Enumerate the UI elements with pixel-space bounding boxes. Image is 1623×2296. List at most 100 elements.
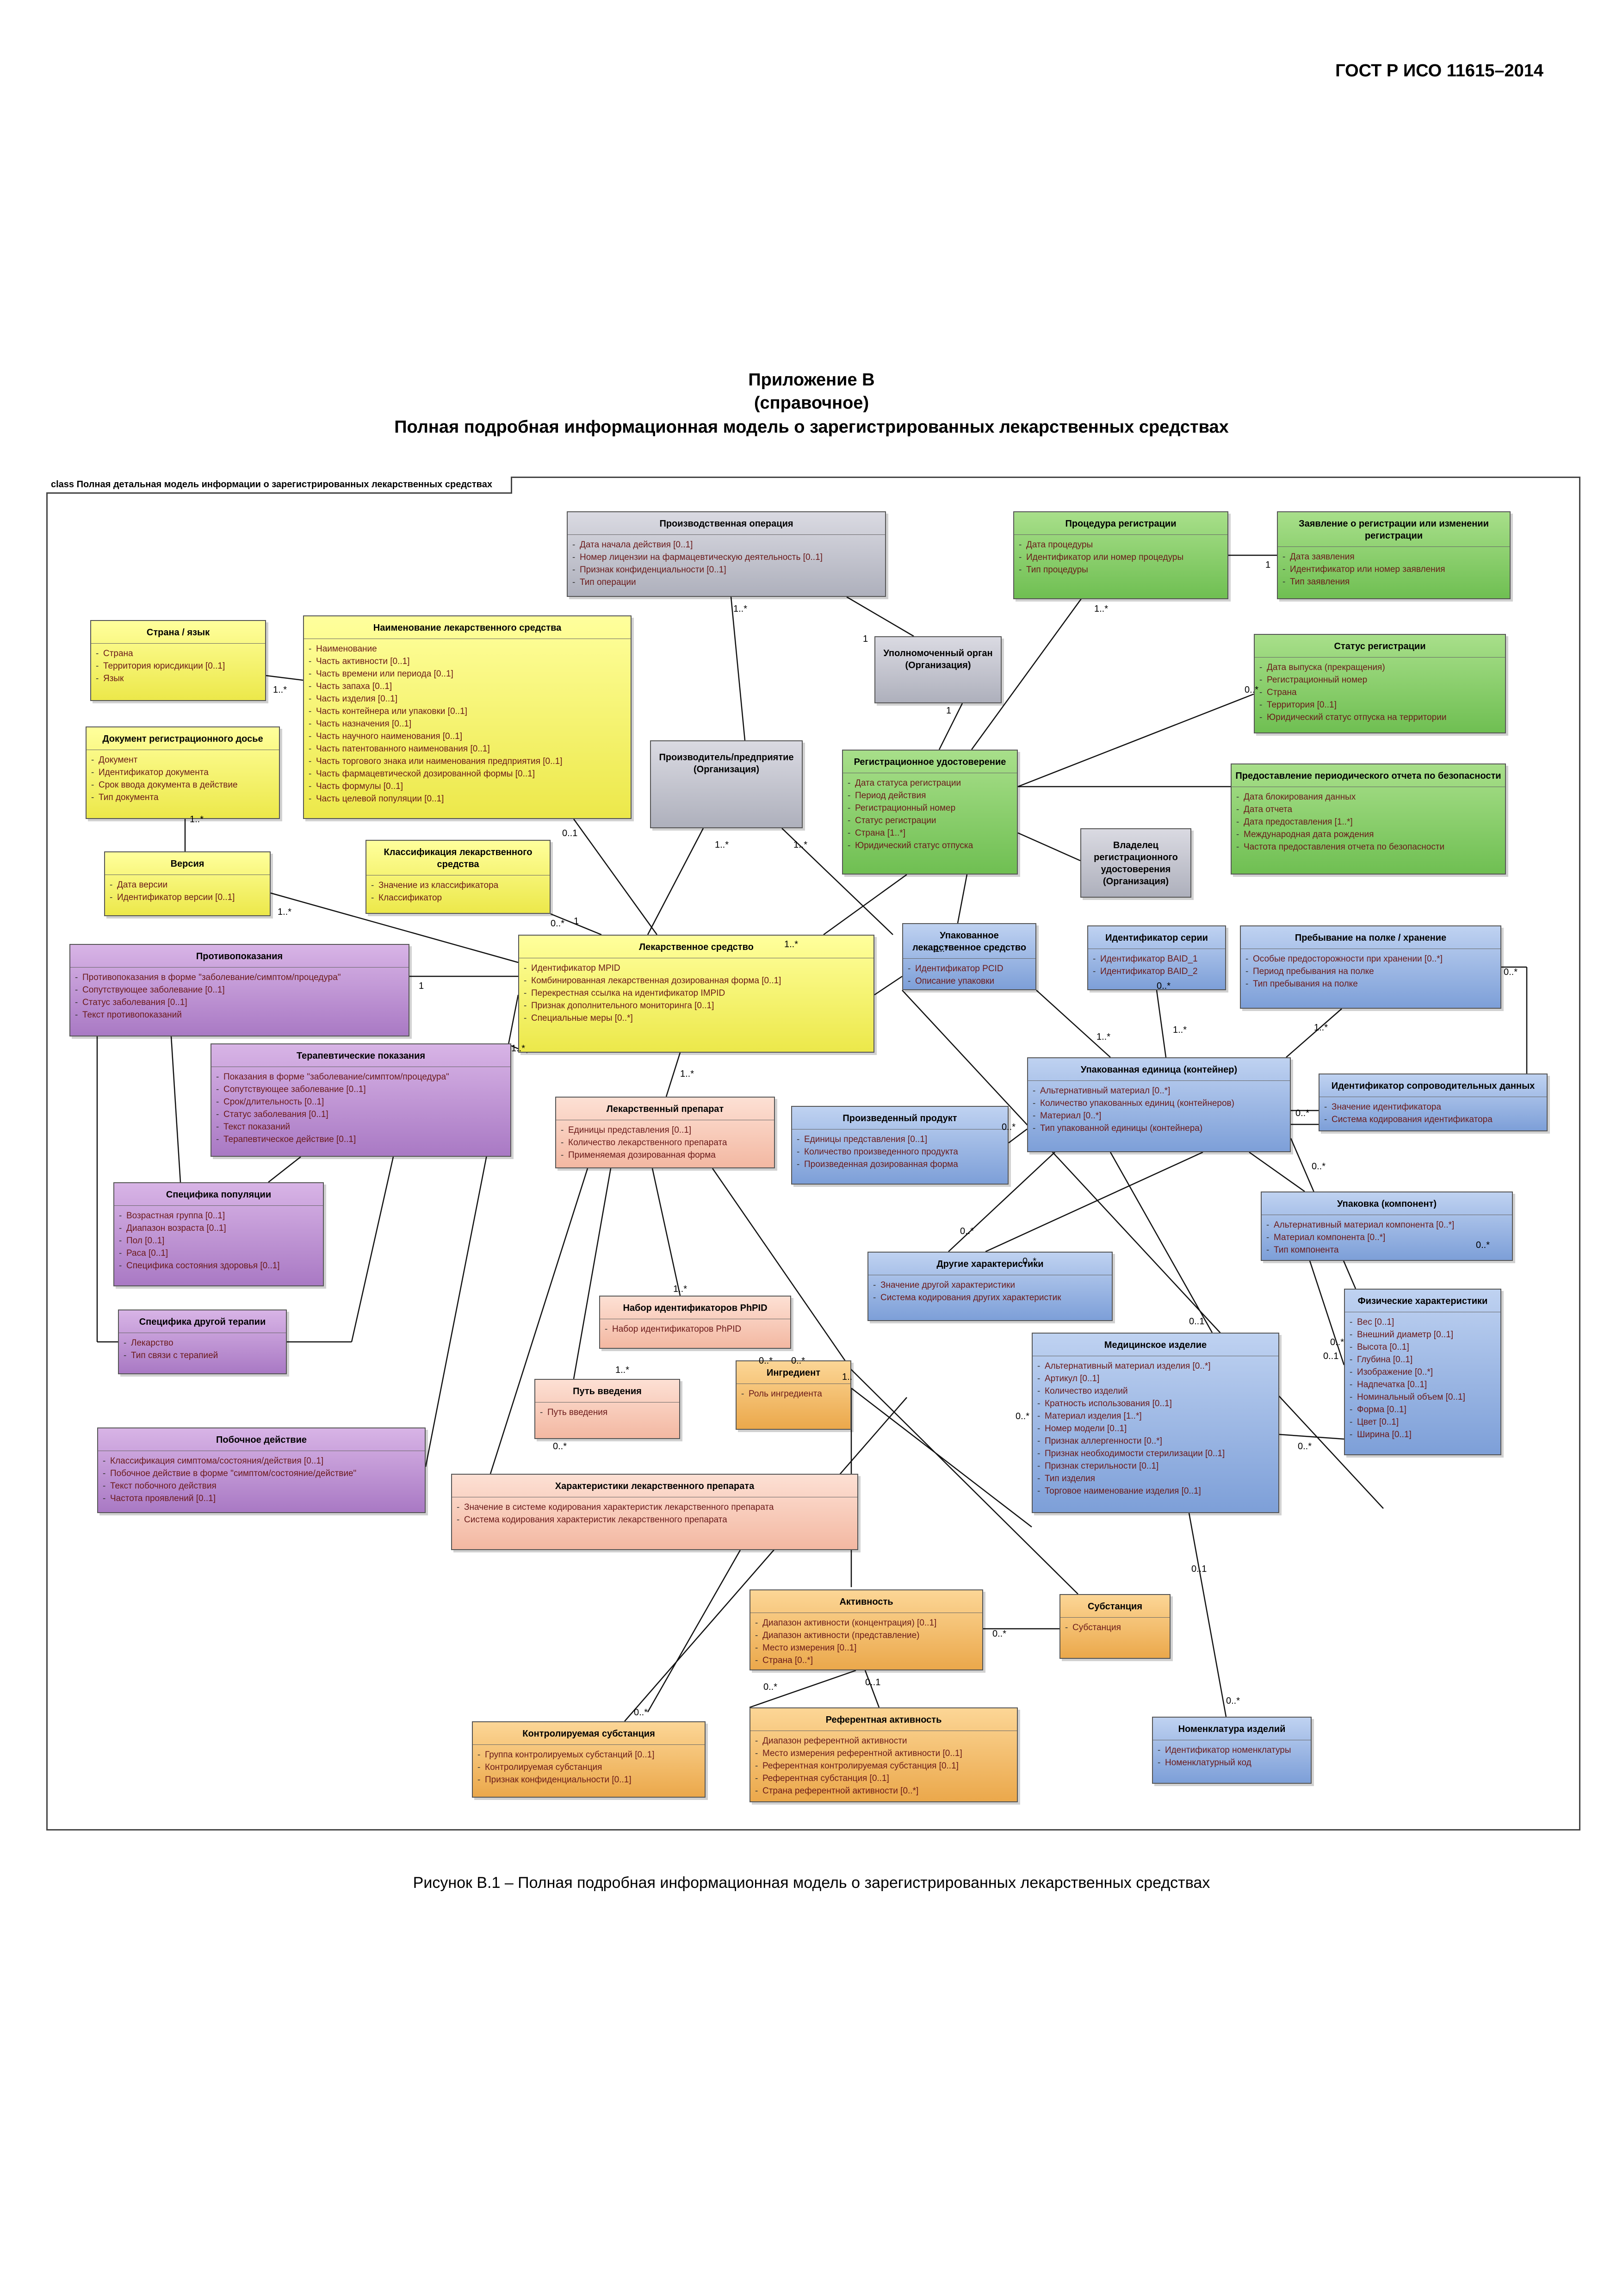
class-title: Референтная активность <box>750 1708 1017 1731</box>
class-attribute: Значение другой характеристики <box>873 1279 1108 1291</box>
class-attribute: Дата выпуска (прекращения) <box>1259 661 1501 674</box>
multiplicity-label: 0..* <box>1245 685 1259 695</box>
class-box-route: Путь введенияПуть введения <box>534 1379 680 1439</box>
class-attribute: Референтная субстанция [0..1] <box>755 1772 1013 1785</box>
class-attribute: Номер модели [0..1] <box>1037 1422 1275 1435</box>
class-attribute: Территория юрисдикции [0..1] <box>96 660 261 672</box>
class-attribute: Текст побочного действия <box>103 1480 421 1492</box>
class-attribute: Идентификатор PCID <box>908 962 1032 975</box>
multiplicity-label: 0..* <box>1298 1441 1312 1452</box>
class-box-other-char: Другие характеристикиЗначение другой хар… <box>867 1252 1113 1321</box>
association-line <box>874 975 903 996</box>
multiplicity-label: 1..* <box>733 604 748 614</box>
class-attribute: Регистрационный номер <box>848 802 1013 814</box>
class-attributes: Значение другой характеристикиСистема ко… <box>868 1275 1112 1309</box>
class-attribute: Дата статуса регистрации <box>848 777 1013 789</box>
class-title: Идентификатор серии <box>1088 926 1225 949</box>
class-attribute: Диапазон референтной активности <box>755 1735 1013 1747</box>
multiplicity-label: 1..* <box>1314 1023 1328 1033</box>
class-title: Терапевтические показания <box>211 1044 510 1067</box>
class-attribute: Часть торгового знака или наименования п… <box>309 755 627 768</box>
class-title: Активность <box>750 1590 982 1613</box>
multiplicity-label: 1 <box>946 706 952 716</box>
class-box-prod-op: Производственная операцияДата начала дей… <box>567 511 886 597</box>
multiplicity-label: 1..* <box>935 944 949 954</box>
class-attribute: Частота проявлений [0..1] <box>103 1492 421 1505</box>
class-attribute: Материал [0..*] <box>1033 1110 1286 1122</box>
class-box-batch: Идентификатор серииИдентификатор BAID_1И… <box>1087 925 1226 990</box>
multiplicity-label: 1..* <box>1094 604 1109 614</box>
class-title: Специфика другой терапии <box>119 1310 286 1333</box>
class-attributes: ДокументИдентификатор документаСрок ввод… <box>87 750 279 808</box>
class-attribute: Дата отчета <box>1236 803 1501 816</box>
multiplicity-label: 0..* <box>1295 1108 1310 1118</box>
class-attribute: Период пребывания на полке <box>1245 965 1497 978</box>
class-attribute: Раса [0..1] <box>119 1247 319 1260</box>
class-attribute: Материал компонента [0..*] <box>1266 1231 1508 1244</box>
class-attribute: Количество изделий <box>1037 1385 1275 1397</box>
class-attribute: Альтернативный материал [0..*] <box>1033 1085 1286 1097</box>
class-attribute: Идентификатор BAID_2 <box>1093 965 1221 978</box>
class-attribute: Наименование <box>309 643 627 655</box>
association-line <box>938 703 963 750</box>
multiplicity-label: 1..* <box>680 1069 694 1079</box>
class-attribute: Специфика состояния здоровья [0..1] <box>119 1260 319 1272</box>
class-box-shelf: Пребывание на полке / хранениеОсобые пре… <box>1240 925 1501 1009</box>
class-title: Физические характеристики <box>1345 1290 1500 1312</box>
association-line <box>712 1168 852 1370</box>
class-title: Классификация лекарственного средства <box>366 841 550 875</box>
class-attribute: Применяемая дозированная форма <box>561 1149 770 1161</box>
diagram-frame-label: class Полная детальная модель информации… <box>46 477 512 494</box>
class-attributes: ЛекарствоТип связи с терапией <box>119 1333 286 1366</box>
multiplicity-label: 1..* <box>511 1043 526 1054</box>
class-title: Производитель/предприятие (Организация) <box>659 752 794 775</box>
class-attribute: Тип пребывания на полке <box>1245 978 1497 990</box>
class-attribute: Страна [1..*] <box>848 827 1013 839</box>
multiplicity-label: 0..* <box>634 1707 648 1718</box>
class-title: Набор идентификаторов PhPID <box>600 1297 790 1319</box>
class-attribute: Форма [0..1] <box>1350 1403 1497 1416</box>
class-attribute: Статус регистрации <box>848 814 1013 827</box>
class-attributes: Особые предосторожности при хранении [0.… <box>1241 949 1500 995</box>
class-attribute: Часть времени или периода [0..1] <box>309 668 627 680</box>
class-box-pack-item: Упакованная единица (контейнер)Альтернат… <box>1027 1057 1291 1152</box>
association-line <box>1249 1151 1305 1192</box>
class-attribute: Надпечатка [0..1] <box>1350 1378 1497 1391</box>
class-attribute: Срок ввода документа в действие <box>91 779 275 791</box>
association-line <box>864 1670 880 1708</box>
multiplicity-label: 0..* <box>553 1441 567 1452</box>
association-line <box>1008 1129 1028 1143</box>
class-attribute: Значение из классификатора <box>371 879 546 892</box>
multiplicity-label: 1..* <box>273 685 287 695</box>
class-attribute: Идентификатор MPID <box>524 962 870 974</box>
class-attribute: Сопутствующее заболевание [0..1] <box>216 1083 507 1096</box>
multiplicity-label: 1 <box>419 981 424 991</box>
class-title: Специфика популяции <box>114 1183 323 1206</box>
class-box-reg-proc: Процедура регистрацииДата процедурыИдент… <box>1013 511 1228 599</box>
class-title: Субстанция <box>1060 1595 1170 1618</box>
class-box-name: Наименование лекарственного средстваНаим… <box>303 615 632 819</box>
class-attributes: Альтернативный материал [0..*]Количество… <box>1028 1081 1290 1139</box>
class-attributes: Дата блокирования данныхДата отчетаДата … <box>1232 787 1505 858</box>
class-attribute: Описание упаковки <box>908 975 1032 987</box>
class-box-device: Медицинское изделиеАльтернативный матери… <box>1032 1333 1279 1513</box>
appendix-reference: (справочное) <box>754 393 869 413</box>
class-attribute: Высота [0..1] <box>1350 1341 1497 1353</box>
class-attributes: Диапазон активности (концентрация) [0..1… <box>750 1613 982 1671</box>
multiplicity-label: 0..* <box>1157 981 1171 991</box>
class-box-phys: Физические характеристикиВес [0..1]Внешн… <box>1344 1289 1501 1455</box>
class-attribute: Тип связи с терапией <box>124 1349 282 1362</box>
class-attribute: Номенклатурный код <box>1158 1756 1307 1769</box>
appendix-label: Приложение В <box>748 370 875 390</box>
class-attribute: Система кодирования других характеристик <box>873 1291 1108 1304</box>
class-title: Производственная операция <box>568 512 885 535</box>
class-box-version: ВерсияДата версииИдентификатор версии [0… <box>104 851 271 916</box>
class-attribute: Часть запаха [0..1] <box>309 680 627 693</box>
association-line <box>351 1156 394 1342</box>
class-attribute: Тип изделия <box>1037 1472 1275 1485</box>
class-attribute: Противопоказания в форме "заболевание/си… <box>75 971 405 984</box>
multiplicity-label: 0..* <box>1016 1411 1030 1421</box>
class-title: Контролируемая субстанция <box>473 1722 705 1745</box>
class-attribute: Страна референтной активности [0..*] <box>755 1785 1013 1797</box>
